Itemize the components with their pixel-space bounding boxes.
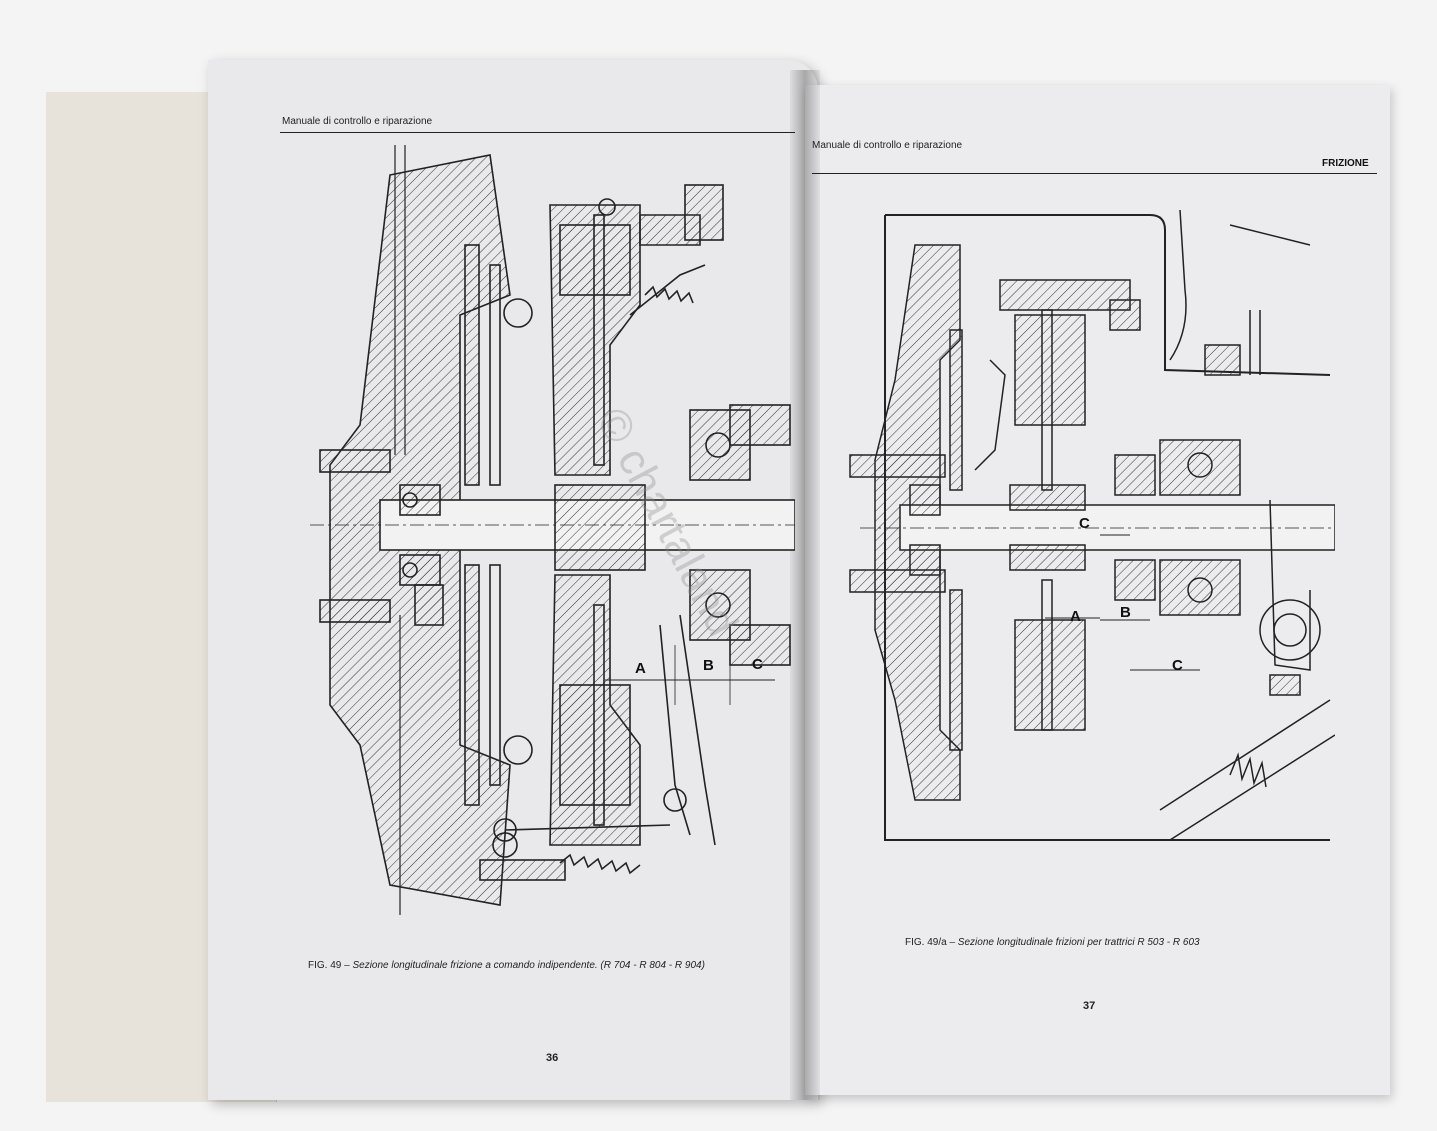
- right-dimension-label-c-lower: C: [1172, 657, 1183, 674]
- left-running-header: Manuale di controllo e riparazione: [282, 116, 433, 127]
- right-clutch-drawing: [849, 209, 1335, 841]
- right-dimension-label-c-upper: C: [1079, 515, 1090, 532]
- left-page-number: 36: [546, 1052, 559, 1064]
- left-figure-number: FIG. 49: [308, 960, 342, 971]
- left-header-rule: [280, 132, 795, 133]
- right-page-number: 37: [1083, 1000, 1096, 1012]
- right-running-header: Manuale di controllo e riparazione: [812, 140, 963, 151]
- right-figure-caption-text: – Sezione longitudinale frizioni per tra…: [949, 937, 1200, 948]
- left-dimension-label-a: A: [635, 660, 646, 677]
- left-figure-caption: FIG. 49 – Sezione longitudinale frizione…: [308, 960, 705, 971]
- right-dimension-label-a: A: [1070, 608, 1081, 625]
- book-gutter: [790, 70, 820, 1100]
- right-figure-number: FIG. 49/a: [905, 937, 947, 948]
- left-dimension-label-c: C: [752, 656, 763, 673]
- right-figure-caption: FIG. 49/a – Sezione longitudinale frizio…: [905, 937, 1200, 948]
- left-figure-caption-text: – Sezione longitudinale frizione a coman…: [344, 960, 705, 971]
- right-header-rule: [812, 173, 1377, 174]
- left-dimension-label-b: B: [703, 657, 714, 674]
- right-dimension-label-b: B: [1120, 604, 1131, 621]
- section-title: FRIZIONE: [1322, 158, 1369, 169]
- left-clutch-drawing: [310, 145, 795, 915]
